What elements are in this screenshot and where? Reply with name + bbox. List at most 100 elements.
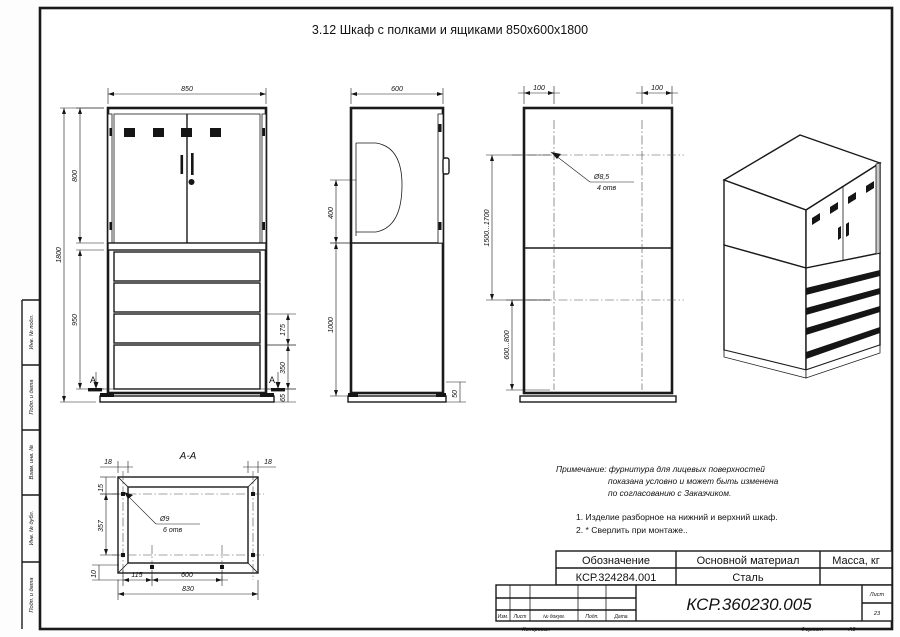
section-edge-right-dimension: 18 [243, 459, 276, 473]
dim-section-top: 15 [98, 484, 105, 492]
note-item-2: 2. * Сверлить при монтаже.. [576, 525, 688, 535]
section-mark-right: A [269, 372, 285, 392]
isometric-view [722, 134, 882, 379]
section-hole-2 [251, 492, 255, 496]
tb-header-designation: Обозначение [582, 555, 650, 567]
side-shelf-dimension: 400 [328, 179, 356, 244]
tb-sheet-number: 23 [873, 611, 881, 617]
dim-rear-lower-range: 600...800 [504, 330, 511, 359]
dim-section-bottom: 10 [91, 570, 98, 578]
side-plinth [347, 395, 447, 403]
dim-section-edge-right: 18 [264, 459, 272, 466]
iso-drawer-2 [806, 288, 880, 315]
note-remark-3: по согласованию с Заказчиком. [608, 488, 731, 498]
drawer-1 [113, 251, 261, 282]
section-mid-dimension: 357 [98, 493, 119, 556]
mitre-tl [117, 476, 129, 488]
note-item-1: 1. Изделие разборное на нижний и верхний… [576, 512, 778, 522]
dim-front-plinth: 65 [280, 394, 287, 402]
tb-header-material: Основной материал [697, 555, 800, 567]
iso-drawer-4 [806, 327, 880, 359]
margin-stamp-column [21, 299, 41, 629]
side-carcass [349, 106, 445, 395]
dim-section-edge-left: 18 [104, 459, 112, 466]
side-plinth-dimension: 50 [446, 381, 466, 403]
door-handle-left [180, 155, 184, 174]
tb-sheet-label: Лист [869, 592, 885, 598]
dim-side-shelf: 400 [328, 207, 335, 219]
vent-grille-1 [124, 128, 135, 137]
dim-section-overall: 830 [182, 586, 194, 593]
label-section-aa: А-А [179, 451, 197, 462]
tb-document-code: КСР.360230.005 [686, 595, 812, 614]
section-bottom-dimension: 10 [91, 564, 119, 581]
dim-drawer-350: 350 [280, 362, 287, 374]
foot-right [260, 393, 274, 397]
side-door-strip [437, 113, 444, 244]
rear-carcass [522, 106, 674, 395]
front-plinth [99, 395, 275, 403]
rear-hole-leader: Ø8,5 4 отв [550, 151, 634, 192]
rear-elevation-view: 100 100 Ø8,5 4 отв [484, 85, 684, 403]
side-elevation-view: 600 400 1000 [328, 86, 466, 403]
side-foot-left [348, 393, 358, 397]
note-remark-1: Примечание: фурнитура для лицевых поверх… [556, 464, 765, 474]
vent-grille-2 [153, 128, 164, 137]
margin-field-3: Инв. № дубл. [29, 511, 35, 545]
label-section-hole-count: 6 отв [163, 527, 183, 534]
iso-plinth-front [805, 344, 881, 379]
margin-field-labels: Инв. № подл. Подп. и дата Взам. инв. № И… [29, 315, 35, 613]
margin-field-1: Подп. и дата [29, 379, 35, 414]
rear-offset-right-dimension: 100 [636, 85, 678, 104]
foot-left [100, 393, 114, 397]
side-depth-dimension: 600 [350, 86, 444, 104]
notes-block: Примечание: фурнитура для лицевых поверх… [556, 464, 779, 535]
dim-front-lower-height: 950 [72, 314, 79, 326]
hinge-left-bottom [109, 222, 112, 230]
section-mark-left: A [88, 372, 102, 392]
tb-col-podp: Подп. [585, 614, 598, 620]
tb-value-material: Сталь [732, 572, 763, 584]
dim-section-inner-left: 115 [131, 572, 142, 579]
side-handle [442, 157, 450, 175]
tb-header-mass: Масса, кг [832, 555, 879, 567]
side-hinge-bottom [438, 222, 442, 230]
margin-field-0: Инв. № подл. [29, 315, 35, 350]
section-inner-dimension: 600 [152, 570, 228, 586]
tb-value-designation: КСР.324284.001 [576, 572, 657, 584]
iso-vent-4 [866, 181, 874, 193]
dim-rear-offset-right: 100 [651, 85, 663, 92]
front-upper-height-dimension: 800 [72, 107, 104, 244]
section-hole-3 [121, 553, 125, 557]
section-overall-dimension: 830 [117, 580, 259, 600]
section-hole-4 [251, 553, 255, 557]
label-section-a-left: A [90, 375, 96, 385]
iso-handle-right [846, 222, 849, 237]
iso-vent-1 [812, 213, 820, 225]
hinge-left-top [109, 128, 112, 136]
tb-col-docnum: № докум. [543, 614, 565, 620]
label-section-a-right: A [269, 375, 275, 385]
front-elevation-view: 850 1800 800 [56, 86, 296, 403]
vent-grille-3 [181, 128, 192, 137]
rear-plinth [519, 395, 677, 403]
iso-vent-2 [830, 202, 838, 214]
tb-col-list: Лист [513, 614, 527, 620]
dim-section-mid: 357 [98, 519, 105, 532]
door-swing-arc [356, 142, 403, 233]
door-handle-right [191, 153, 194, 175]
label-rear-hole-count: 4 отв [597, 185, 617, 192]
mitre-tr [247, 476, 259, 488]
dim-side-depth: 600 [391, 86, 403, 93]
label-rear-hole-dia: Ø8,5 [593, 174, 609, 181]
front-width-dimension: 850 [107, 86, 267, 104]
iso-vent-3 [848, 192, 856, 204]
tb-col-data: Дата [613, 614, 627, 620]
section-hole-1 [121, 492, 125, 496]
section-inner-left-dimension: 115 [118, 570, 157, 586]
section-hole-5 [150, 565, 154, 569]
section-edge-left-dimension: 18 [100, 459, 133, 473]
tb-format-label: Формат [801, 627, 824, 633]
